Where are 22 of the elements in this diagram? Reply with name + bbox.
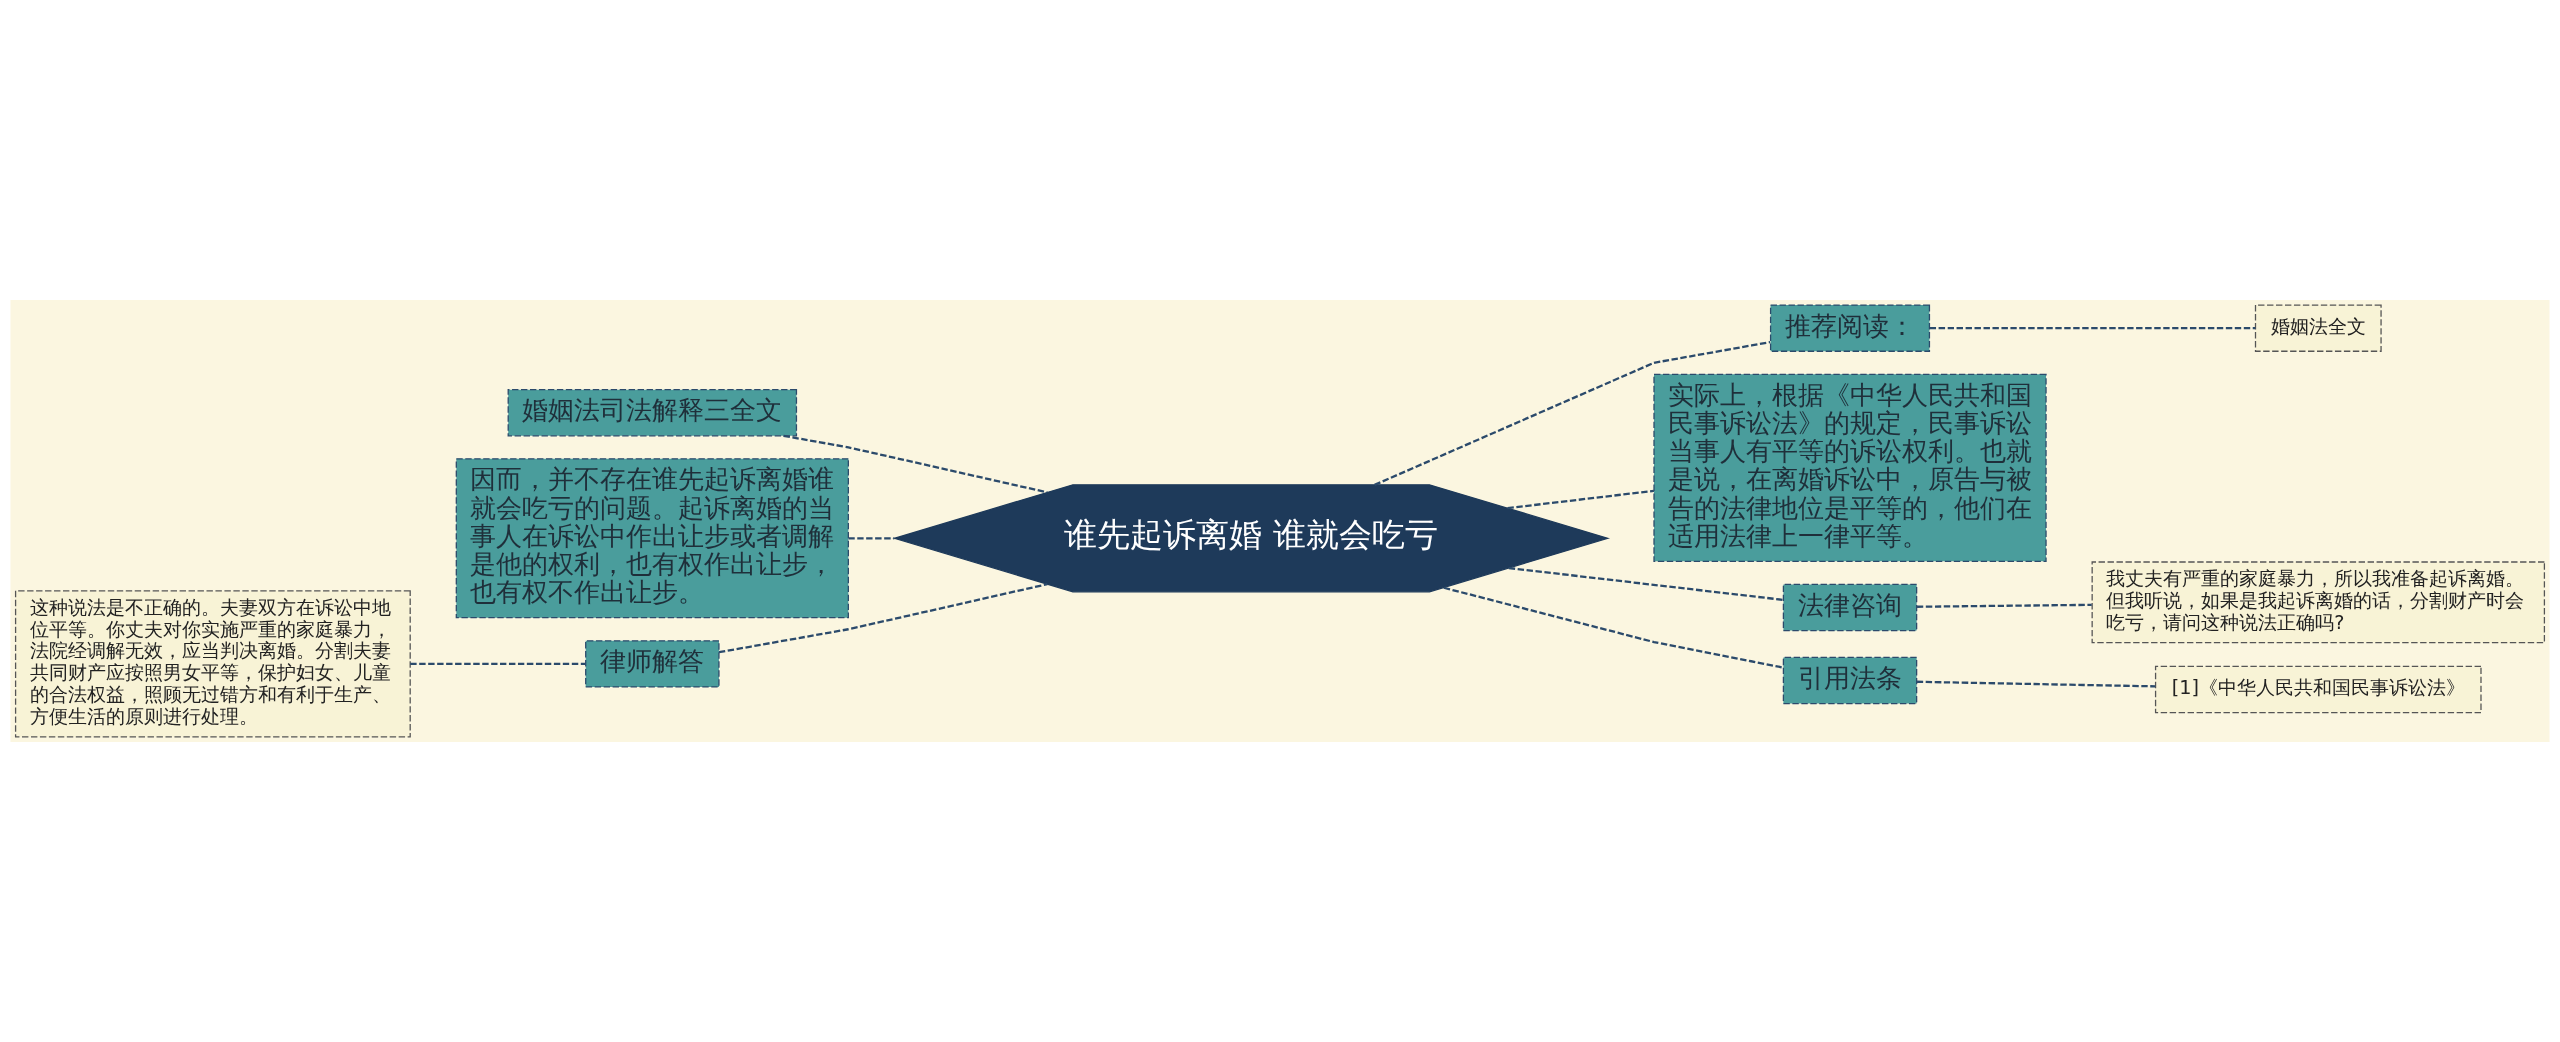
connector (1917, 680, 2156, 688)
connector (1507, 489, 1655, 510)
connector (1443, 586, 1784, 669)
connector (1374, 341, 1771, 486)
connector (783, 434, 1048, 494)
node-box: 引用法条 (1782, 656, 1918, 705)
node-box: 律师解答 (585, 640, 720, 688)
node-box: 推荐阅读： (1769, 304, 1931, 352)
node-box: 因而，并不存在谁先起诉离婚谁就会吃亏的问题。起诉离婚的当事人在诉讼中作出让步或者调解是他的权利，也有权作出让步，也有权不作出让步。 (455, 458, 849, 619)
node-box: 法律咨询 (1782, 583, 1918, 632)
node-box: [1]《中华人民共和国民事诉讼法》 (2154, 665, 2482, 714)
node-box: 这种说法是不正确的。夫妻双方在诉讼中地位平等。你丈夫对你实施严重的家庭暴力，法院经调解无效，应当判决离婚。分割夫妻共同财产应按照男女平等，保护妇女、儿童的合法权益，照顾无过错方和有利于生产、方便生活的原则进行处理。 (14, 590, 411, 738)
connector (410, 662, 586, 665)
node-box: 婚姻法司法解释三全文 (507, 389, 798, 437)
connector (718, 583, 1048, 654)
node-box: 实际上，根据《中华人民共和国民事诉讼法》的规定，民事诉讼当事人有平等的诉讼权利。也就是说，在离婚诉讼中，原告与被告的法律地位是平等的，他们在适用法律上一律平等。 (1653, 373, 2047, 562)
connector (1508, 566, 1784, 601)
node-box: 我丈夫有严重的家庭暴力，所以我准备起诉离婚。但我听说，如果是我起诉离婚的话，分割财产时会吃亏，请问这种说法正确吗? (2091, 561, 2546, 644)
connector (1929, 327, 2256, 330)
connector (1917, 603, 2092, 608)
connector (848, 537, 895, 540)
node-box: 婚姻法全文 (2254, 304, 2382, 352)
